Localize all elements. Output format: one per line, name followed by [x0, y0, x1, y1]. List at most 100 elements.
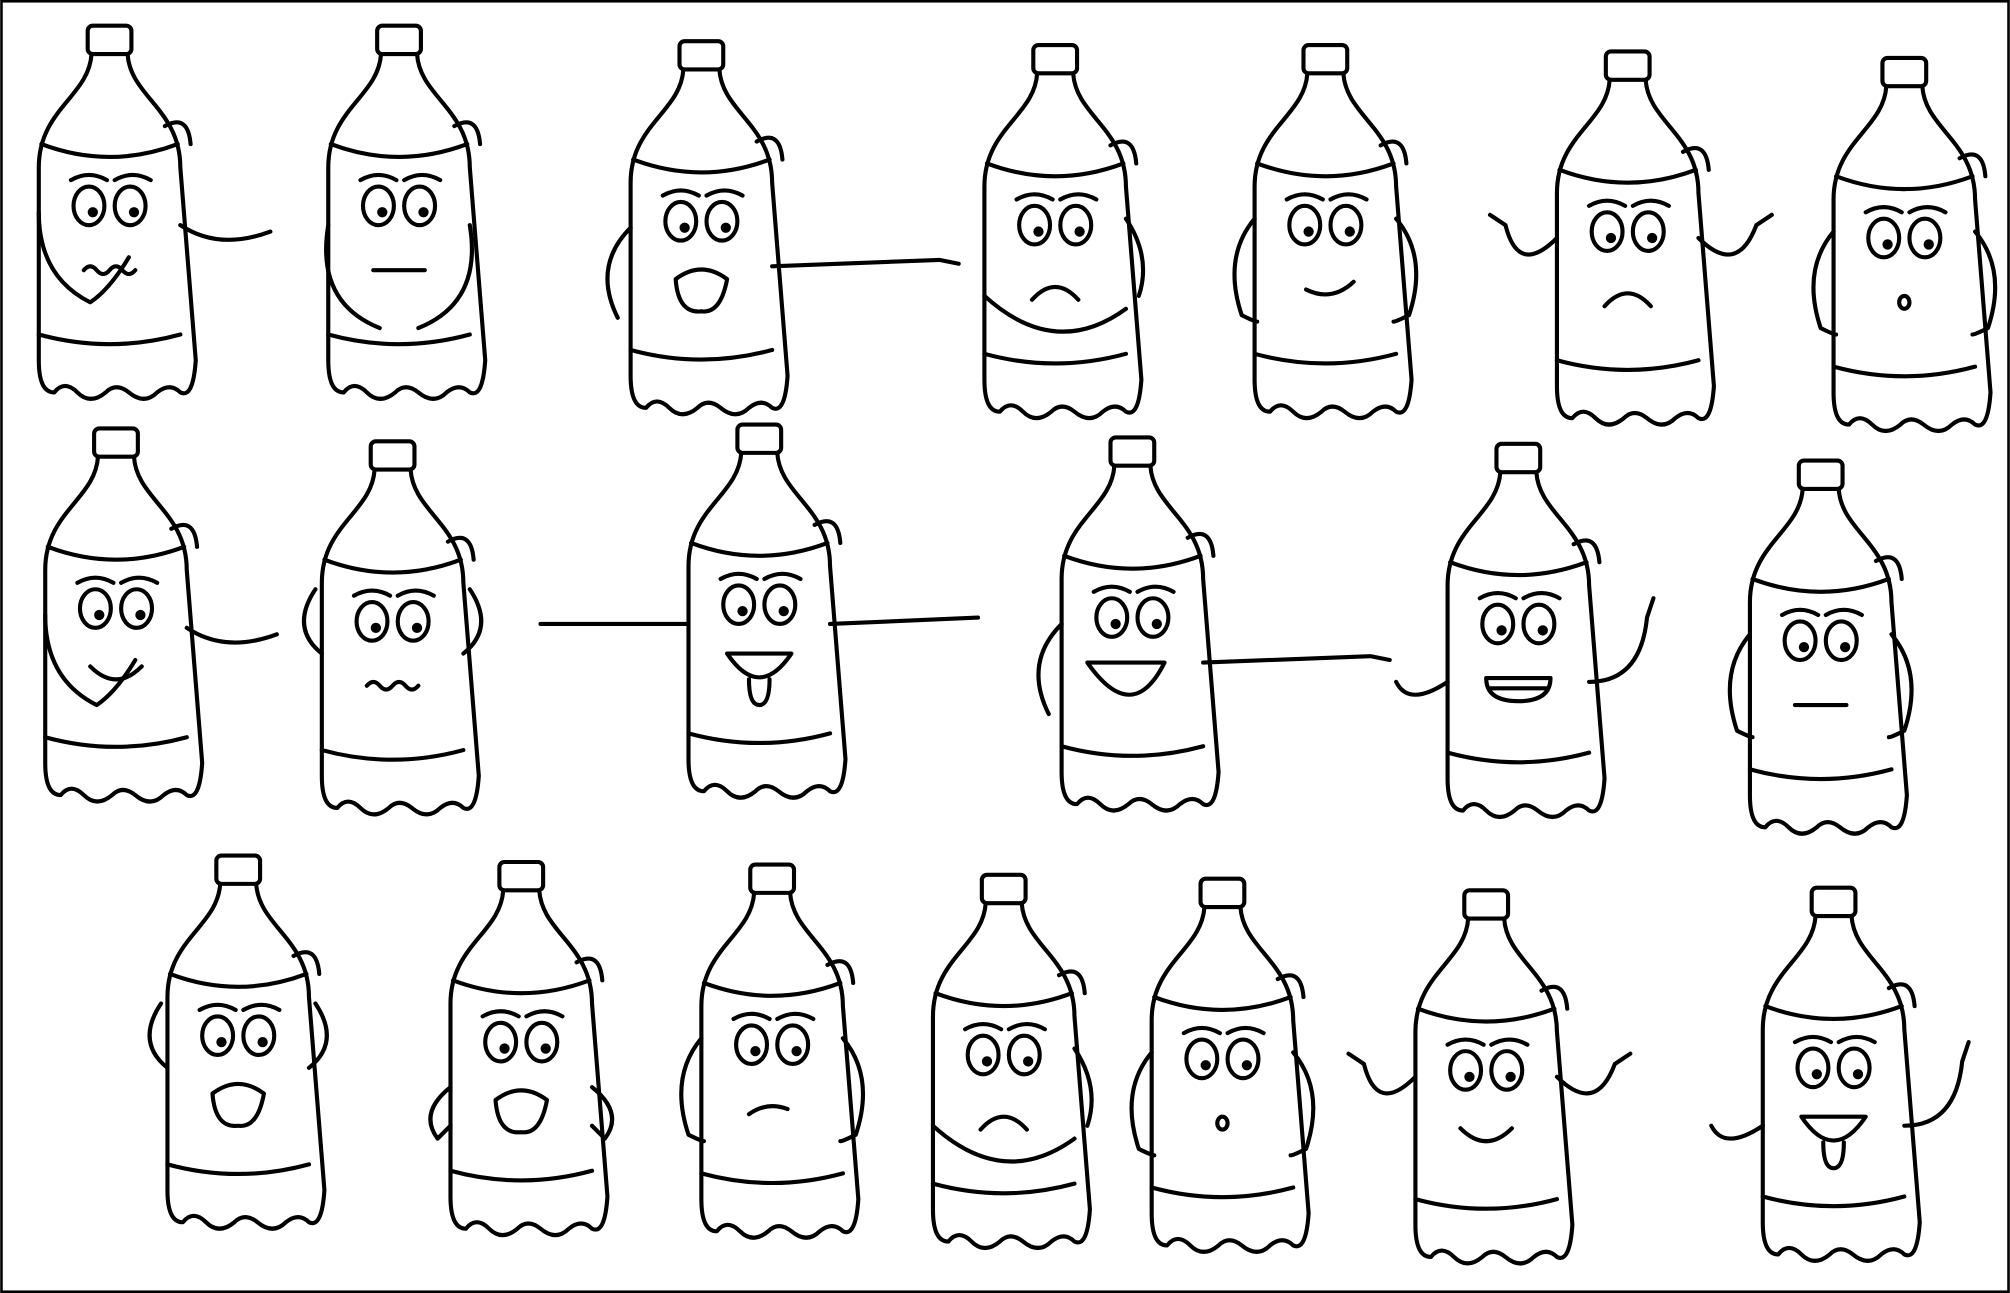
bottle-character — [428, 859, 615, 1238]
mouth — [1215, 1114, 1230, 1132]
arms — [301, 587, 484, 656]
arms — [36, 210, 273, 305]
pupil — [1241, 1060, 1253, 1071]
arms — [605, 225, 961, 320]
label-top-line — [1750, 576, 1891, 594]
bottle-body — [326, 51, 488, 401]
arms — [982, 216, 1146, 334]
eye-icon — [524, 1020, 560, 1064]
pupil — [1110, 618, 1121, 630]
label-top-line — [1448, 560, 1589, 578]
bottle-character — [605, 39, 961, 417]
arms — [1346, 1051, 1633, 1096]
eyebrows — [1780, 607, 1864, 618]
pupil — [1151, 618, 1162, 630]
arms — [1811, 229, 1998, 337]
mouth — [210, 1081, 266, 1128]
bottle-cap — [1301, 42, 1350, 76]
bottle-cap — [1462, 888, 1511, 921]
pupil — [1464, 1071, 1475, 1083]
label-bottom-line — [1747, 767, 1894, 782]
label-bottom-line — [1149, 1185, 1296, 1200]
eye-icon — [354, 600, 390, 643]
bottle-cap — [1198, 876, 1247, 910]
eye-icon — [1225, 1037, 1261, 1081]
eye-icon — [483, 1020, 519, 1064]
eye-icon — [402, 184, 438, 228]
eyebrows — [68, 172, 153, 183]
eyebrows — [1863, 205, 1948, 215]
hair-curl — [1873, 555, 1904, 582]
label-bottom-line — [628, 347, 775, 362]
pupil — [377, 207, 388, 218]
bottle-character — [1487, 49, 1774, 427]
bottle-cap — [1031, 42, 1080, 76]
bottle-cap — [92, 426, 140, 459]
eye-icon — [1017, 203, 1053, 247]
mouth — [1303, 279, 1356, 297]
arms — [147, 1001, 329, 1070]
eye-icon — [734, 1023, 770, 1067]
hair-curl — [1275, 973, 1306, 1000]
hair-curl — [1185, 532, 1216, 558]
pupil — [128, 207, 140, 218]
pupil — [1798, 641, 1810, 653]
arms — [1709, 1040, 1971, 1141]
eye-icon — [663, 199, 699, 243]
arms — [324, 223, 474, 331]
bottle-body — [165, 881, 327, 1231]
eye-icon — [395, 600, 431, 643]
eye-icon — [1836, 1046, 1872, 1090]
eyebrows — [963, 1022, 1047, 1032]
pupil — [216, 1036, 227, 1048]
pupil — [1852, 1069, 1864, 1080]
bottle-cap — [677, 39, 726, 72]
mouth — [673, 267, 730, 314]
mouth — [1897, 293, 1912, 311]
bottle-body — [448, 888, 610, 1238]
arms — [1232, 216, 1419, 324]
label-bottom-line — [319, 748, 466, 762]
eyebrows — [718, 571, 803, 582]
eyebrows — [1792, 1034, 1877, 1045]
pupil — [720, 222, 731, 233]
eyebrows — [1181, 1025, 1266, 1036]
mouth — [725, 651, 794, 708]
bottle-character — [324, 23, 488, 401]
mouth — [364, 679, 421, 692]
bottle-character — [1232, 42, 1419, 421]
eyebrows — [1477, 591, 1562, 601]
hair-curl — [1957, 152, 1988, 179]
eye-icon — [1823, 619, 1859, 663]
bottle-cap — [1494, 441, 1543, 475]
bottle-character — [1129, 876, 1316, 1254]
label-top-line — [328, 142, 470, 160]
label-bottom-line — [1413, 1197, 1559, 1211]
arms — [1394, 596, 1656, 697]
pupil — [135, 609, 146, 621]
eye-icon — [1489, 1049, 1525, 1092]
bottle-character — [538, 422, 981, 800]
bottle-body — [628, 67, 790, 417]
label-bottom-line — [1554, 358, 1701, 372]
hair-curl — [1378, 139, 1409, 166]
hair-curl — [1571, 538, 1602, 565]
bottle-body — [1059, 463, 1221, 813]
eye-icon — [1287, 203, 1323, 247]
bottle-body — [1413, 916, 1575, 1266]
hair-curl — [754, 135, 785, 162]
hair-curl — [1886, 982, 1917, 1009]
eye-icon — [112, 184, 148, 228]
eye-icon — [1866, 216, 1902, 260]
hair-curl — [1108, 139, 1139, 166]
pupil — [499, 1043, 510, 1054]
bottle-body — [1149, 904, 1311, 1254]
pupil — [1605, 232, 1617, 244]
bottle-body — [1747, 486, 1909, 836]
arms — [1129, 1050, 1316, 1158]
hair-curl — [452, 120, 483, 147]
label-bottom-line — [448, 1168, 595, 1183]
arms — [1487, 212, 1774, 257]
pupil — [1646, 232, 1658, 244]
